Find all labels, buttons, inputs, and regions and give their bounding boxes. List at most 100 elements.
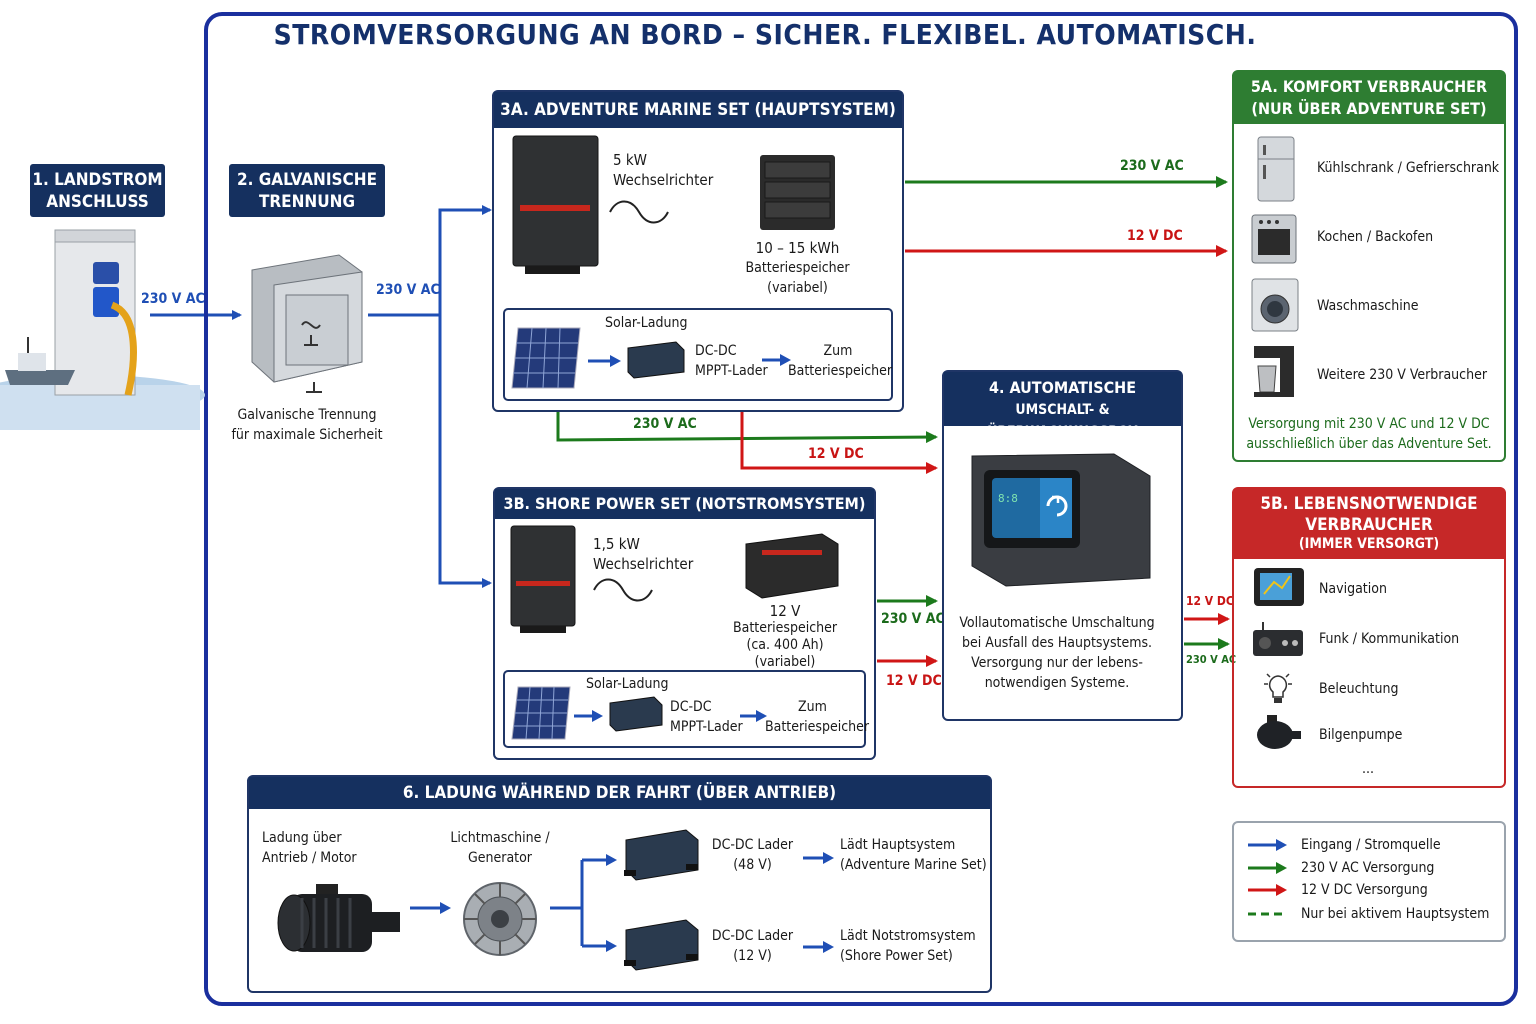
mppt-charger-icon-shore	[609, 696, 663, 732]
arrow-charger12-to-emergency	[803, 941, 834, 953]
arrow-alternator-split	[550, 854, 617, 952]
fridge-icon	[1257, 136, 1295, 202]
adventure-target-line2: Batteriespeicher	[788, 363, 893, 379]
adventure-solar-box	[503, 308, 893, 401]
switchbox-title: 4. AUTOMATISCHE UMSCHALT- & ÜBERWACHUNGS…	[944, 372, 1181, 440]
adventure-dc-out-label: 12 V DC	[1127, 228, 1183, 244]
comfort-title: 5A. KOMFORT VERBRAUCHER (NUR ÜBER ADVENT…	[1234, 72, 1504, 124]
dc-dc-charger-48v-icon	[624, 829, 699, 881]
switchbox-title-line1: 4. AUTOMATISCHE	[988, 378, 1137, 397]
alternator-icon	[463, 882, 537, 956]
adventure-target-label: Zum Batteriespeicher	[788, 341, 893, 381]
adventure-mppt-label: DC-DC MPPT-Lader	[695, 341, 768, 381]
shore-dc-out-label: 12 V DC	[886, 673, 942, 689]
legend-label: 12 V DC Versorgung	[1301, 882, 1428, 898]
legend-swatch-ac	[1248, 862, 1287, 874]
shore-battery-capacity: (ca. 400 Ah)	[746, 637, 824, 653]
comfort-note-line2: ausschließlich über das Adventure Set.	[1246, 436, 1492, 452]
shore-ac-out-label: 230 V AC	[881, 611, 945, 627]
shore-battery-voltage: 12 V	[769, 602, 801, 620]
shore-mppt-label: DC-DC MPPT-Lader	[670, 697, 743, 737]
essential-more: ...	[1362, 761, 1374, 777]
comfort-panel: 5A. KOMFORT VERBRAUCHER (NUR ÜBER ADVENT…	[1232, 70, 1506, 462]
switchbox-ac-out-label: 230 V AC	[1186, 653, 1237, 666]
adventure-battery-label: 10 – 15 kWh Batteriespeicher (variabel)	[735, 238, 860, 298]
shore-mppt-line2: MPPT-Lader	[670, 719, 743, 735]
drive-charger48-label: DC-DC Lader (48 V)	[705, 835, 800, 875]
legend-swatch-input	[1248, 839, 1287, 851]
legend-label: 230 V AC Versorgung	[1301, 860, 1435, 876]
essential-item-label: Funk / Kommunikation	[1319, 631, 1460, 647]
arrow-solar-to-mppt	[588, 355, 621, 367]
arrow-adventure-ac-to-box	[556, 412, 938, 444]
comfort-item-label: Waschmaschine	[1317, 298, 1419, 314]
essential-title-line3: (IMMER VERSORGT)	[1298, 536, 1440, 552]
adventure-battery-capacity: 10 – 15 kWh	[755, 239, 840, 257]
landstrom-title-box: 1. LANDSTROM ANSCHLUSS	[30, 164, 165, 217]
chartplotter-icon	[1254, 568, 1304, 606]
essential-title-line1: 5B. LEBENSNOTWENDIGE	[1260, 494, 1478, 514]
legend-label: Nur bei aktivem Hauptsystem	[1301, 906, 1490, 922]
adventure-to-box-dc-label: 12 V DC	[808, 446, 864, 462]
shore-target-line1: Zum	[798, 699, 827, 715]
essential-item-label: Bilgenpumpe	[1319, 727, 1403, 743]
drive-alternator-line1: Lichtmaschine /	[450, 830, 550, 846]
drive-source-label: Ladung über Antrieb / Motor	[262, 828, 357, 868]
switchbox-title-line2: UMSCHALT- & ÜBERWACHUNGSBOX	[987, 402, 1138, 440]
legend-label: Eingang / Stromquelle	[1301, 837, 1441, 853]
switchbox-desc-line3: Versorgung nur der lebens-	[971, 655, 1143, 671]
adventure-battery-type: Batteriespeicher	[745, 260, 850, 276]
drive-target12-label: Lädt Notstromsystem (Shore Power Set)	[840, 926, 976, 966]
arrow-mppt-to-battery-shore	[740, 710, 767, 722]
shore-battery-note: (variabel)	[754, 654, 816, 670]
coffee-machine-icon	[1254, 346, 1294, 397]
shore-solar-box	[503, 670, 866, 748]
galvanic-title-box: 2. GALVANISCHE TRENNUNG	[229, 164, 385, 217]
adventure-battery-note: (variabel)	[767, 280, 828, 296]
switchbox-dc-out-label: 12 V DC	[1186, 594, 1234, 608]
arrow-galvanic-split	[368, 205, 492, 317]
adventure-target-line1: Zum	[823, 343, 853, 359]
galvanic-voltage-label: 230 V AC	[376, 282, 440, 298]
drive-source-line2: Antrieb / Motor	[262, 850, 357, 866]
switchbox-device-icon: 8:8	[971, 453, 1151, 587]
shore-inverter-power: 1,5 kW	[593, 535, 640, 553]
bilge-pump-icon	[1257, 715, 1301, 749]
landstrom-title-line1: 1. LANDSTROM	[32, 170, 163, 190]
landstrom-title-line2: ANSCHLUSS	[46, 192, 149, 212]
galvanic-caption-line1: Galvanische Trennung	[237, 407, 377, 423]
arrow-solar-to-mppt-shore	[574, 710, 603, 722]
solar-panel-icon-shore	[511, 686, 571, 740]
drive-target12-line1: Lädt Notstromsystem	[840, 928, 976, 944]
sine-wave-icon	[609, 200, 669, 224]
adventure-ac-out-label: 230 V AC	[1120, 158, 1184, 174]
drive-target12-line2: (Shore Power Set)	[840, 948, 953, 964]
comfort-item-label: Kühlschrank / Gefrierschrank	[1317, 160, 1500, 176]
essential-item-label: Navigation	[1319, 581, 1387, 597]
essential-item-label: Beleuchtung	[1319, 681, 1399, 697]
washer-icon	[1251, 278, 1299, 332]
drive-source-line1: Ladung über	[262, 830, 342, 846]
main-frame	[204, 12, 1518, 1006]
adventure-solar-label: Solar-Ladung	[605, 315, 688, 331]
shore-target-line2: Batteriespeicher	[765, 719, 870, 735]
galvanic-title-line1: 2. GALVANISCHE	[236, 170, 378, 190]
adventure-mppt-line1: DC-DC	[695, 343, 737, 359]
inverter-1-5kw-icon	[510, 525, 576, 633]
arrow-galvanic-to-shore-set	[438, 315, 492, 588]
shore-title: 3B. SHORE POWER SET (NOTSTROMSYSTEM)	[495, 489, 874, 519]
shore-battery-type: Batteriespeicher	[732, 620, 838, 636]
drive-target48-line1: Lädt Hauptsystem	[840, 837, 956, 853]
switchbox-desc-line4: notwendigen Systeme.	[984, 675, 1130, 691]
drive-charger12-label: DC-DC Lader (12 V)	[705, 926, 800, 966]
comfort-note-line1: Versorgung mit 230 V AC und 12 V DC	[1248, 416, 1490, 432]
essential-title-line2: VERBRAUCHER	[1305, 515, 1433, 535]
shore-target-label: Zum Batteriespeicher	[765, 697, 870, 737]
engine-motor-icon	[277, 884, 400, 952]
radio-icon	[1253, 622, 1303, 656]
svg-text:8:8: 8:8	[998, 492, 1018, 505]
adventure-mppt-line2: MPPT-Lader	[695, 363, 768, 379]
drive-charger12-line1: DC-DC Lader	[711, 928, 794, 944]
sine-wave-icon-shore	[593, 578, 653, 602]
